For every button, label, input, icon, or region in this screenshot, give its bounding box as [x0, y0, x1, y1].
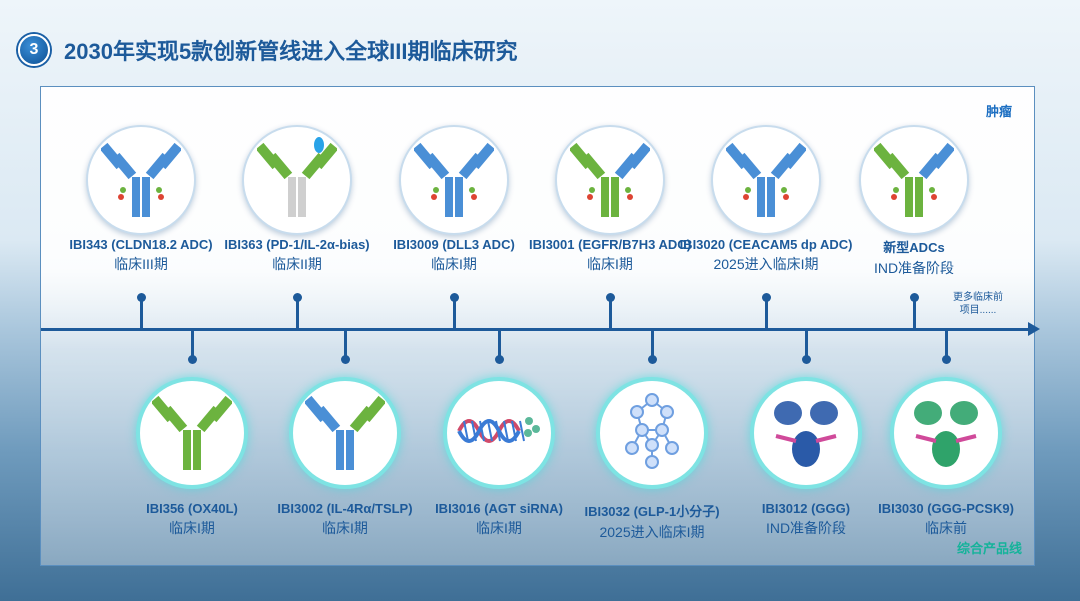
more-line-2: 项目...... — [959, 305, 997, 316]
item-name: IBI3032 (GLP-1小分子) — [584, 504, 720, 519]
item-stage: 2025进入临床I期 — [599, 524, 705, 540]
header: 3 2030年实现5款创新管线进入全球III期临床研究 — [18, 28, 518, 72]
antibody-adc-icon — [99, 135, 183, 226]
small-molecule-icon — [612, 390, 692, 477]
antibody-adc-icon — [412, 135, 496, 226]
general-pipeline-label: 综合产品线 — [956, 541, 1022, 556]
pipeline-item-image — [399, 125, 509, 235]
timeline-dot — [188, 355, 197, 364]
sirna-helix-icon — [454, 391, 544, 476]
pipeline-item-image — [242, 125, 352, 235]
pipeline-item-label[interactable]: IBI363 (PD-1/IL-2α-bias) 临床II期 — [187, 237, 407, 274]
item-name: IBI3009 (DLL3 ADC) — [393, 237, 515, 252]
timeline-stem — [140, 297, 143, 329]
bispecific-adc-icon — [872, 135, 956, 226]
item-name: IBI356 (OX40L) — [146, 501, 238, 516]
item-name: IBI3020 (CEACAM5 dp ADC) — [679, 237, 853, 252]
pipeline-item-image — [890, 377, 1002, 489]
item-stage: 临床I期 — [476, 520, 522, 536]
pipeline-item-image — [289, 377, 401, 489]
item-name: IBI3001 (EGFR/B7H3 ADC) — [528, 237, 692, 252]
antibody-adc-icon — [724, 135, 808, 226]
item-stage: 临床III期 — [114, 256, 168, 272]
item-stage: 临床I期 — [322, 520, 368, 536]
pipeline-item-label[interactable]: IBI356 (OX40L) 临床I期 — [82, 501, 302, 538]
pipeline-panel: 肿瘤 综合产品线 更多临床前 项目...... IBI343 (CLDN18.2… — [40, 86, 1040, 566]
pipeline-item-label[interactable]: IBI3002 (IL-4Rα/TSLP) 临床I期 — [235, 501, 455, 538]
item-stage: 临床I期 — [169, 520, 215, 536]
timeline-arrow-icon — [1028, 322, 1040, 336]
pipeline-item-label[interactable]: IBI3030 (GGG-PCSK9) 临床前 — [836, 501, 1056, 538]
item-stage: 临床I期 — [431, 256, 477, 272]
timeline-stem — [296, 297, 299, 329]
pipeline-item-image — [750, 377, 862, 489]
pipeline-item-image — [711, 125, 821, 235]
oncology-label: 肿瘤 — [985, 104, 1012, 119]
item-name: IBI343 (CLDN18.2 ADC) — [69, 237, 213, 252]
antibody-fusion-icon — [255, 135, 339, 226]
pipeline-item-image — [136, 377, 248, 489]
timeline-stem — [805, 330, 808, 358]
item-name: IBI363 (PD-1/IL-2α-bias) — [224, 237, 370, 252]
timeline-dot — [341, 355, 350, 364]
timeline-stem — [609, 297, 612, 329]
item-name: IBI3016 (AGT siRNA) — [435, 501, 563, 516]
antibody-icon — [150, 388, 234, 479]
bispecific-adc-icon — [568, 135, 652, 226]
pipeline-item-image — [443, 377, 555, 489]
timeline-stem — [344, 330, 347, 358]
pipeline-item-label[interactable]: IBI3032 (GLP-1小分子) 2025进入临床I期 — [542, 501, 762, 542]
section-number-badge: 3 — [18, 34, 50, 66]
pipeline-item-image — [555, 125, 665, 235]
pipeline-item-label[interactable]: IBI343 (CLDN18.2 ADC) 临床III期 — [31, 237, 251, 274]
more-line-1: 更多临床前 — [953, 292, 1003, 303]
pipeline-item-image — [596, 377, 708, 489]
protein-structure-icon — [906, 391, 986, 476]
item-stage: 临床II期 — [272, 256, 322, 272]
timeline-stem — [913, 297, 916, 329]
item-name: IBI3012 (GGG) — [761, 501, 851, 516]
pipeline-item-image — [86, 125, 196, 235]
item-stage: IND准备阶段 — [873, 260, 955, 276]
timeline-axis — [41, 328, 1031, 331]
pipeline-item-label[interactable]: IBI3012 (GGG) IND准备阶段 — [696, 501, 916, 538]
pipeline-item-image — [859, 125, 969, 235]
item-stage: 临床I期 — [587, 256, 633, 272]
timeline-stem — [651, 330, 654, 358]
protein-structure-icon — [766, 391, 846, 476]
item-name: IBI3002 (IL-4Rα/TSLP) — [277, 501, 413, 516]
bispecific-antibody-icon — [303, 388, 387, 479]
pipeline-item-label[interactable]: IBI3020 (CEACAM5 dp ADC) 2025进入临床I期 — [656, 237, 876, 274]
item-name: IBI3030 (GGG-PCSK9) — [878, 501, 1014, 516]
pipeline-item-label[interactable]: IBI3016 (AGT siRNA) 临床I期 — [389, 501, 609, 538]
item-stage: IND准备阶段 — [765, 520, 847, 536]
timeline-stem — [765, 297, 768, 329]
timeline-dot — [495, 355, 504, 364]
pipeline-item-label[interactable]: IBI3001 (EGFR/B7H3 ADC) 临床I期 — [500, 237, 720, 274]
pipeline-item-label[interactable]: IBI3009 (DLL3 ADC) 临床I期 — [344, 237, 564, 274]
timeline-stem — [453, 297, 456, 329]
more-preclinical-note: 更多临床前 项目...... — [953, 291, 1003, 317]
item-stage: 2025进入临床I期 — [713, 256, 819, 272]
item-name: 新型ADCs — [883, 240, 945, 255]
timeline-dot — [802, 355, 811, 364]
item-stage: 临床前 — [925, 520, 967, 536]
timeline-stem — [945, 330, 948, 358]
timeline-dot — [942, 355, 951, 364]
page-title: 2030年实现5款创新管线进入全球III期临床研究 — [64, 39, 518, 64]
timeline-stem — [498, 330, 501, 358]
timeline-stem — [191, 330, 194, 358]
timeline-dot — [648, 355, 657, 364]
